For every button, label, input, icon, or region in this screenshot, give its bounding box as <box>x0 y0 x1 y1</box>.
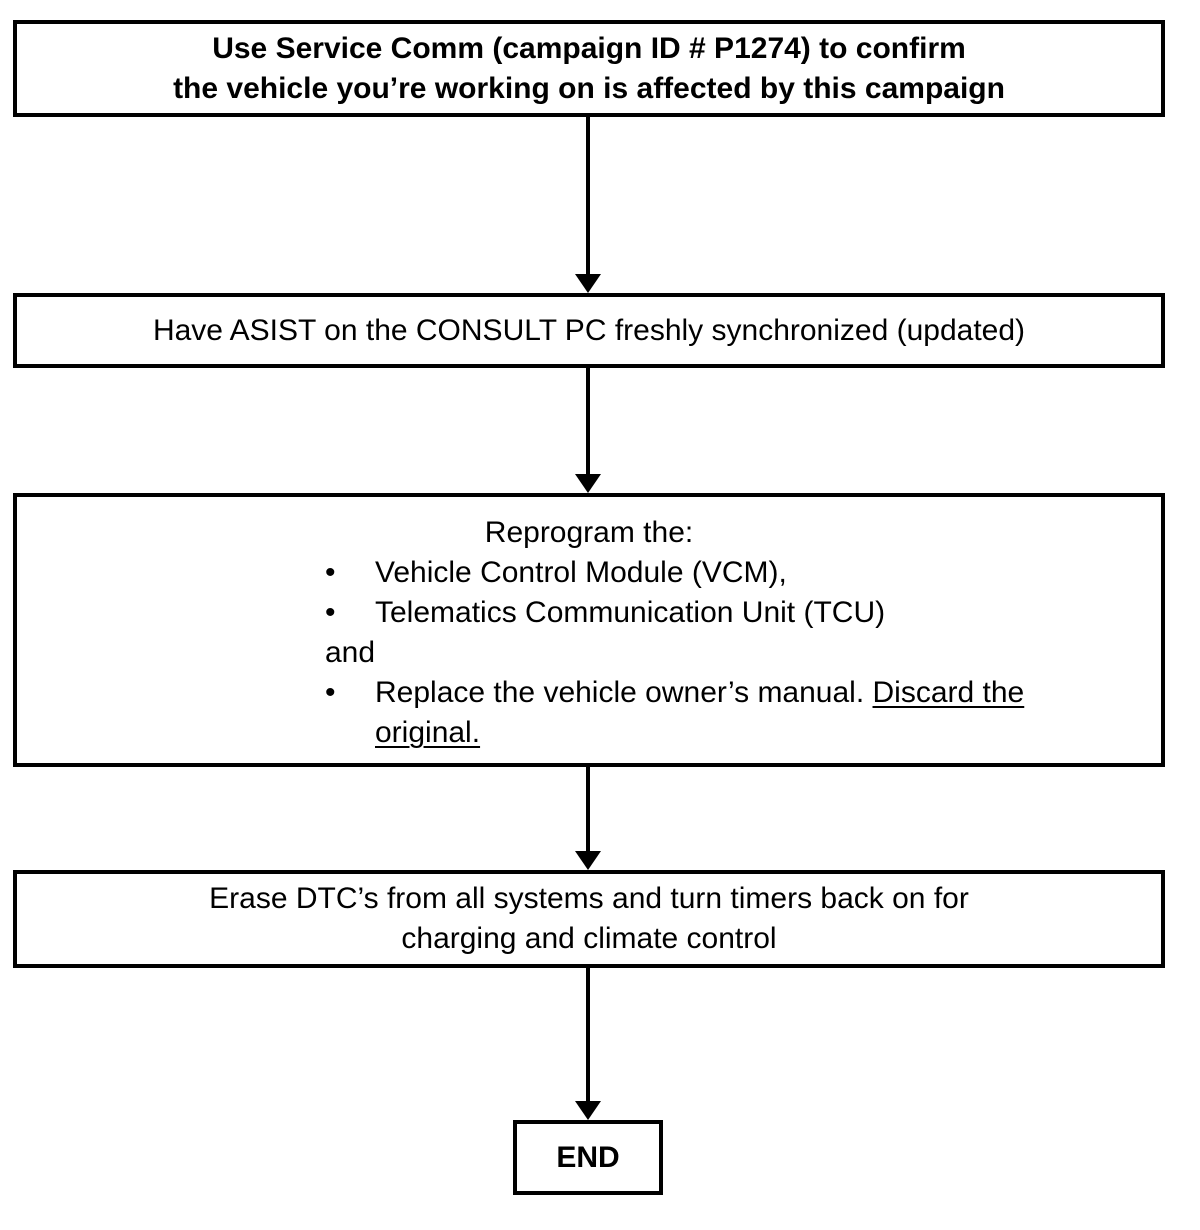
connector-and-text: and <box>325 636 376 669</box>
arrow-line <box>586 368 590 475</box>
step-confirm-campaign-line1: Use Service Comm (campaign ID # P1274) t… <box>212 31 966 65</box>
bullet-item-tcu: • Telematics Communication Unit (TCU) <box>325 593 1161 633</box>
step-erase-dtc-box: Erase DTC’s from all systems and turn ti… <box>13 870 1165 968</box>
bullet-item-vcm: • Vehicle Control Module (VCM), <box>325 553 1161 593</box>
bullet-item-vcm-text: Vehicle Control Module (VCM), <box>375 556 787 589</box>
step-sync-asist-box: Have ASIST on the CONSULT PC freshly syn… <box>13 293 1165 368</box>
step-reprogram-box: Reprogram the: • Vehicle Control Module … <box>13 493 1165 767</box>
step-sync-asist-text: Have ASIST on the CONSULT PC freshly syn… <box>152 313 1026 347</box>
flow-arrow-4 <box>574 968 602 1120</box>
arrow-line <box>586 767 590 852</box>
arrow-head-icon <box>575 1101 601 1120</box>
bullet-item-manual-text: Replace the vehicle owner’s manual. Disc… <box>375 673 1105 753</box>
bullet-icon: • <box>325 556 336 589</box>
end-terminator-box: END <box>513 1120 663 1195</box>
arrow-head-icon <box>575 474 601 493</box>
arrow-head-icon <box>575 851 601 870</box>
bullet-item-tcu-text: Telematics Communication Unit (TCU) <box>375 596 886 629</box>
step-erase-dtc-line2: charging and climate control <box>401 922 777 955</box>
arrow-line <box>586 968 590 1102</box>
flow-arrow-1 <box>574 117 602 293</box>
end-label: END <box>556 1140 620 1174</box>
step-erase-dtc-line1: Erase DTC’s from all systems and turn ti… <box>209 882 969 915</box>
bullet-icon: • <box>325 676 336 709</box>
step-confirm-campaign-box: Use Service Comm (campaign ID # P1274) t… <box>13 20 1165 117</box>
flow-arrow-3 <box>574 767 602 870</box>
bullet-icon: • <box>325 596 336 629</box>
step-confirm-campaign-line2: the vehicle you’re working on is affecte… <box>173 71 1005 105</box>
reprogram-heading: Reprogram the: <box>484 516 694 549</box>
bullet-item-manual-text-underlined: Discard the original. <box>375 676 1025 749</box>
flow-arrow-2 <box>574 368 602 493</box>
bullet-item-manual-text-plain: Replace the vehicle owner’s manual. <box>375 676 873 709</box>
arrow-head-icon <box>575 274 601 293</box>
arrow-line <box>586 117 590 275</box>
bullet-item-manual: • Replace the vehicle owner’s manual. Di… <box>325 673 1161 753</box>
